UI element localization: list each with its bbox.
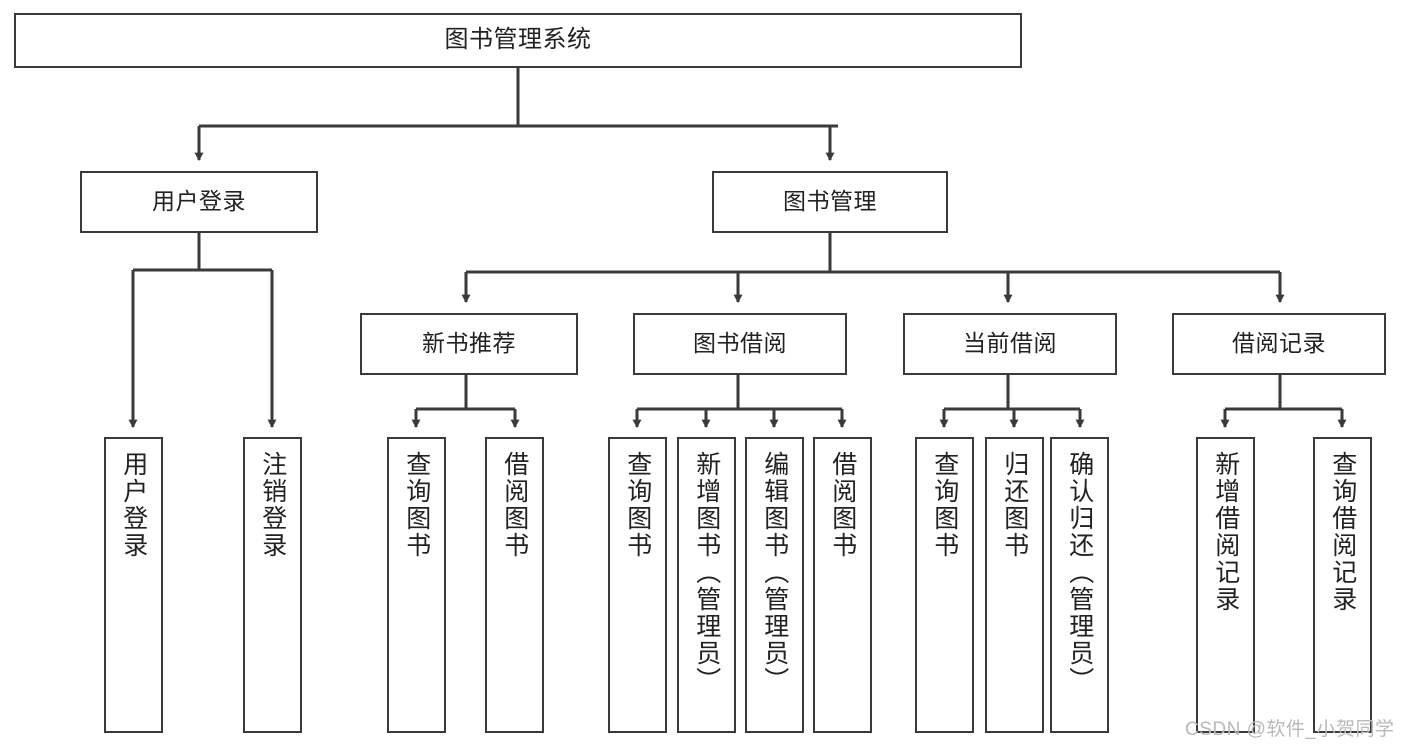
leaf-current-query-book[interactable]: 查询图书 [915, 437, 974, 733]
node-book-borrow[interactable]: 图书借阅 [633, 313, 847, 375]
node-label: 借阅图书 [828, 451, 857, 559]
leaf-user-logout[interactable]: 注销登录 [243, 437, 302, 733]
node-label: 借阅图书 [500, 451, 529, 559]
node-label: 查询借阅记录 [1328, 451, 1357, 613]
node-user-login[interactable]: 用户登录 [80, 171, 318, 233]
node-new-book-recommend[interactable]: 新书推荐 [360, 313, 578, 375]
node-label: 用户登录 [152, 188, 246, 215]
node-label: 注销登录 [258, 451, 287, 559]
leaf-user-login[interactable]: 用户登录 [104, 437, 163, 733]
leaf-borrow-add-book-admin[interactable]: 新增图书（管理员） [677, 437, 736, 733]
leaf-record-add-record[interactable]: 新增借阅记录 [1196, 437, 1255, 733]
node-label: 图书借阅 [693, 330, 787, 357]
csdn-watermark: CSDN @软件_小贺同学 [1185, 719, 1395, 740]
node-label: 确认归还（管理员） [1065, 451, 1094, 694]
node-label: 查询图书 [930, 451, 959, 559]
node-label: 归还图书 [1000, 451, 1029, 559]
leaf-record-query-record[interactable]: 查询借阅记录 [1313, 437, 1372, 733]
node-label: 新增图书（管理员） [692, 451, 721, 694]
node-label: 查询图书 [402, 451, 431, 559]
leaf-newbook-query-book[interactable]: 查询图书 [387, 437, 446, 733]
leaf-borrow-edit-book-admin[interactable]: 编辑图书（管理员） [745, 437, 804, 733]
leaf-current-confirm-return-admin[interactable]: 确认归还（管理员） [1050, 437, 1109, 733]
leaf-current-return-book[interactable]: 归还图书 [985, 437, 1044, 733]
node-label: 用户登录 [119, 451, 148, 559]
node-current-borrow[interactable]: 当前借阅 [903, 313, 1117, 375]
node-label: 编辑图书（管理员） [760, 451, 789, 694]
node-label: 新增借阅记录 [1211, 451, 1240, 613]
leaf-newbook-borrow-book[interactable]: 借阅图书 [485, 437, 544, 733]
leaf-borrow-lend-book[interactable]: 借阅图书 [813, 437, 872, 733]
node-borrow-record[interactable]: 借阅记录 [1172, 313, 1386, 375]
node-label: 查询图书 [623, 451, 652, 559]
node-label: 当前借阅 [963, 330, 1057, 357]
node-label: 借阅记录 [1232, 330, 1326, 357]
node-label: 新书推荐 [422, 330, 516, 357]
node-label: 图书管理系统 [444, 26, 592, 54]
node-book-management[interactable]: 图书管理 [712, 171, 948, 233]
leaf-borrow-query-book[interactable]: 查询图书 [608, 437, 667, 733]
node-label: 图书管理 [783, 188, 877, 215]
node-root-library-system[interactable]: 图书管理系统 [14, 13, 1022, 68]
